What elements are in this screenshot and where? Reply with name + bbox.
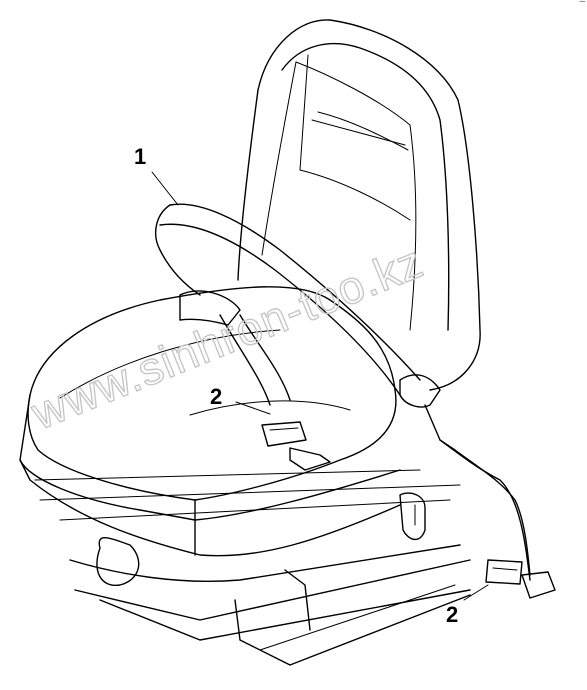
outer-belt-anchor [439, 439, 556, 599]
callout-2-outer-anchor: 2 [446, 602, 458, 627]
inner-belt-anchor [261, 421, 331, 471]
callout-2-inner-anchor: 2 [210, 384, 222, 409]
seat-cushion [19, 286, 401, 557]
callout-1-seat-belt: 1 [134, 144, 146, 169]
seat-suspension [34, 469, 471, 666]
corner-mark: – [579, 0, 585, 7]
watermark-text: www.sinhron-too.kz [23, 235, 430, 440]
seat-backrest [237, 19, 481, 391]
leader-lines [151, 171, 489, 601]
